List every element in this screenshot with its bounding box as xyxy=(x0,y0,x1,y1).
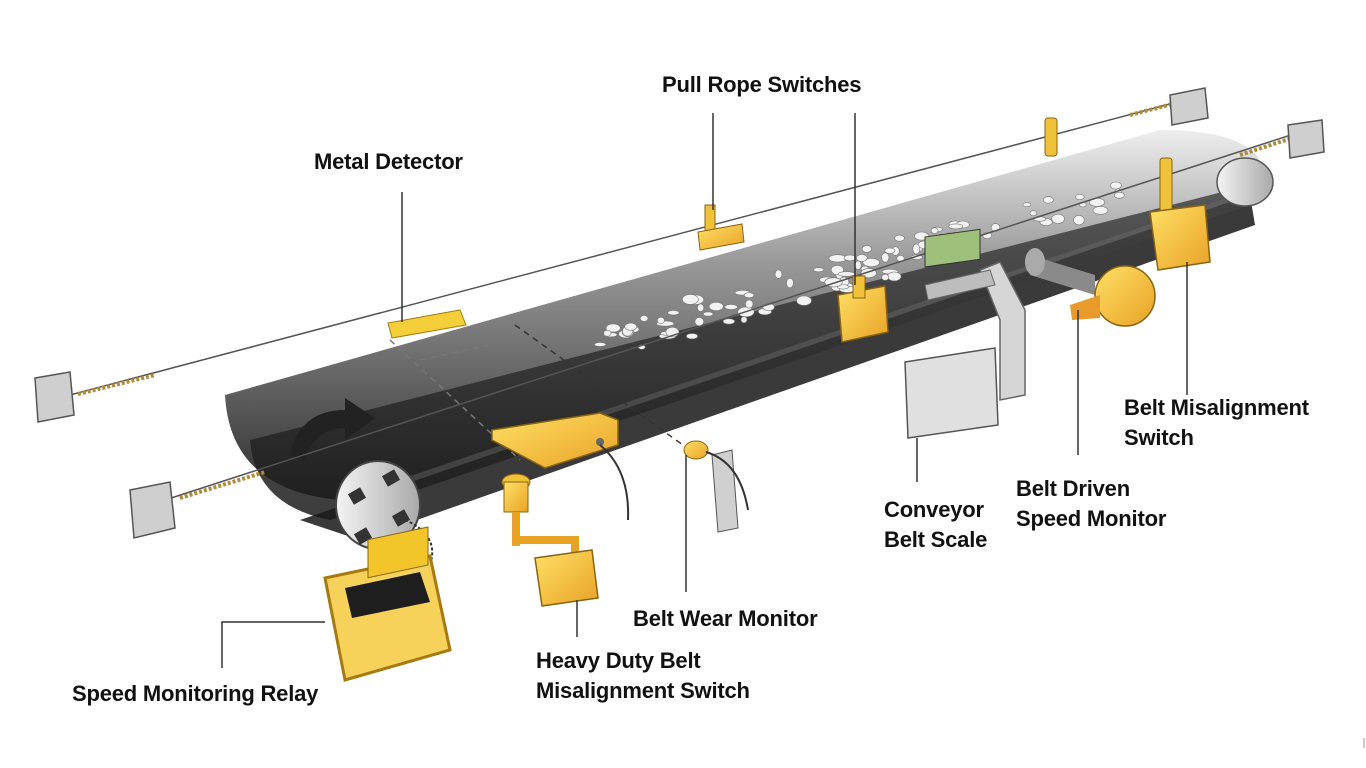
rock xyxy=(884,247,896,254)
label-conveyor-belt-scale: Conveyor Belt Scale xyxy=(884,497,988,552)
rock xyxy=(1029,210,1038,217)
rock xyxy=(862,257,880,267)
belt-driven-speed-monitor-device xyxy=(1025,248,1156,327)
label-pull-rope-switches: Pull Rope Switches xyxy=(662,72,862,97)
conveyor-belt-scale-device xyxy=(904,228,1026,439)
rock xyxy=(1051,213,1065,224)
rock xyxy=(812,267,825,273)
rock xyxy=(910,254,923,260)
rock xyxy=(724,304,738,310)
rock xyxy=(740,316,748,324)
rock xyxy=(743,292,755,299)
rock xyxy=(796,295,812,306)
pull-rope-switch-2 xyxy=(837,275,889,343)
rock xyxy=(1114,192,1125,199)
belt-misalignment-switch-device xyxy=(1149,157,1211,271)
rock xyxy=(843,254,857,262)
rock xyxy=(1109,181,1122,190)
rock xyxy=(603,329,612,337)
label-speed-monitoring-relay: Speed Monitoring Relay xyxy=(72,681,319,706)
rock xyxy=(657,316,665,324)
label-belt-misalignment-switch: Belt Misalignment Switch xyxy=(1124,395,1309,450)
heavy-duty-misalignment-switch-device xyxy=(501,473,599,607)
rock xyxy=(702,311,714,317)
rock xyxy=(786,277,794,289)
pull-rope-switch-1 xyxy=(697,204,745,251)
rock xyxy=(681,294,699,305)
rock xyxy=(1073,215,1085,226)
rock xyxy=(694,317,704,327)
leader-lines xyxy=(221,113,1188,668)
rock xyxy=(667,310,680,316)
rock xyxy=(697,303,705,312)
label-heavy-duty-belt-misalignment-switch: Heavy Duty Belt Misalignment Switch xyxy=(536,648,750,703)
rock xyxy=(722,318,736,325)
rock xyxy=(894,234,905,242)
rock xyxy=(745,299,754,309)
rock xyxy=(1074,194,1085,201)
rock xyxy=(1042,196,1054,204)
rock xyxy=(624,322,638,331)
rock xyxy=(881,273,890,281)
rock xyxy=(708,301,724,311)
rock xyxy=(685,333,698,340)
rock xyxy=(1022,202,1032,207)
label-metal-detector: Metal Detector xyxy=(314,149,463,174)
rock xyxy=(639,315,649,322)
speed-monitoring-relay-device xyxy=(323,519,452,682)
rock xyxy=(948,223,964,230)
rock xyxy=(887,271,902,282)
rock xyxy=(605,323,621,333)
rock xyxy=(861,245,872,253)
rock xyxy=(930,227,939,234)
label-belt-wear-monitor: Belt Wear Monitor xyxy=(633,606,818,631)
belt-wear-monitor-device xyxy=(683,440,749,533)
rock xyxy=(856,254,868,262)
rope-anchors xyxy=(34,87,1325,539)
pull-rope-back xyxy=(69,99,1186,396)
rock xyxy=(854,260,862,270)
rock xyxy=(774,269,783,279)
label-belt-driven-speed-monitor: Belt Driven Speed Monitor xyxy=(1016,476,1167,531)
metal-detector xyxy=(387,309,630,521)
rock xyxy=(1092,206,1109,215)
rock xyxy=(593,342,607,347)
rock xyxy=(912,243,921,255)
rock xyxy=(837,271,856,277)
pull-rope-front xyxy=(164,131,1301,501)
pull-rope-switch-3 xyxy=(1044,117,1058,157)
rock xyxy=(881,252,890,263)
rock xyxy=(837,284,849,290)
